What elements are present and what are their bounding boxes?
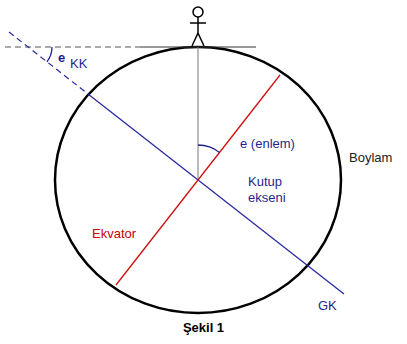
- horizon-dashed: [5, 47, 140, 48]
- angle-arc: [198, 145, 220, 152]
- polar-axis: [88, 94, 344, 294]
- angle-label: e: [58, 50, 65, 66]
- pole-label: KK: [70, 56, 87, 72]
- zenith-line: [198, 47, 199, 180]
- pole-label: GK: [318, 298, 337, 314]
- observer-figure: [190, 7, 206, 46]
- meridian-label: Boylam: [349, 150, 392, 166]
- angle-label: e (enlem): [240, 136, 295, 152]
- equator-label: Ekvator: [92, 226, 136, 242]
- axis-label: Kutup ekseni: [248, 174, 296, 206]
- figure-caption: Şekil 1: [0, 320, 407, 335]
- axis-dashed: [9, 32, 88, 94]
- earth-outline: [55, 47, 341, 313]
- angle-arc: [47, 47, 52, 62]
